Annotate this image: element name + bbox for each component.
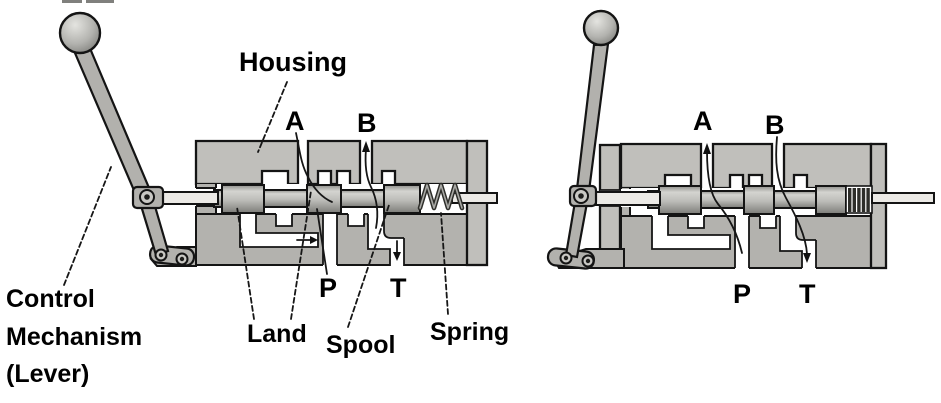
arrow-up-b [362,141,370,152]
land-leader [236,206,255,320]
housing-top-block [619,142,703,190]
land-leader [290,190,312,320]
lever-arm [73,44,154,204]
arrow-down-t [393,252,401,261]
housing-linework [620,188,872,269]
label-control-line2: Mechanism [6,323,142,351]
gallery-left [652,216,730,249]
label-spool: Spool [326,331,395,359]
right-valve-labels: A B P T [693,106,816,309]
flow-lines [703,136,811,263]
label-port-t: T [390,273,407,303]
spool-leader [347,204,390,328]
housing-end-cap [869,142,888,270]
return-spring [417,182,465,211]
gallery-left [240,214,318,247]
link-pin-hole [585,258,591,264]
port-p-slot [323,212,337,266]
housing-top-block [782,142,873,190]
push-rod [159,191,219,205]
leader-lines [63,81,449,328]
pivot-pin-hole [578,193,584,199]
bore-recess [348,214,364,226]
spring-end-rod [871,192,935,204]
lever-ball-knob [58,11,102,55]
lever-ball-knob [582,9,620,47]
right-valve: A B P T [546,9,935,309]
spool-land-right [815,185,847,215]
label-port-a: A [285,106,305,136]
push-rod [595,191,661,206]
label-spring: Spring [430,318,509,346]
link-pin-hole [158,252,164,258]
label-port-a: A [693,106,713,136]
flow-lines [295,132,401,275]
spool-land-middle [743,185,775,215]
compressed-spring [845,185,873,214]
arrow-right-gallery [310,236,318,244]
label-land: Land [247,320,307,348]
label-control-line3: (Lever) [6,360,89,388]
control-mechanism-leader [63,166,112,286]
label-control-line1: Control [6,285,95,313]
label-port-p: P [319,273,337,303]
control-lever [58,11,197,267]
link-pin-hole [563,255,569,261]
b-to-t-flow-line [775,136,808,255]
bore-recess [276,214,292,226]
housing-top-block [370,139,469,186]
arrow-up-a [703,143,711,154]
spool-land-left [658,185,702,215]
gallery-linework [651,216,817,268]
spool [213,184,421,214]
label-housing: Housing [239,47,347,77]
label-port-t: T [799,279,816,309]
pivot-pin-hole [144,194,150,200]
left-valve-labels: Housing A B P T Control Mechanism (Lever… [6,47,509,388]
left-valve: Housing A B P T Control Mechanism (Lever… [6,11,509,388]
spool-land-middle [306,184,342,214]
spring-leader [440,212,449,315]
housing-top-block [711,142,774,190]
bore-recess [760,216,776,228]
link-pin-hole [179,256,185,262]
control-lever [546,9,625,270]
label-port-b: B [357,108,377,138]
label-port-p: P [733,279,751,309]
housing-linework [195,184,468,266]
label-port-b: B [765,110,785,140]
port-b-flow-line [364,148,379,229]
port-a-flow-line [295,132,333,203]
bore-recess [688,216,704,228]
spool-land-left [221,184,265,214]
crop-artifact [62,0,114,3]
arrow-down-t [803,253,811,263]
spool [647,185,847,215]
housing-top-block [194,139,300,186]
housing-leader [257,81,288,153]
p-to-a-flow-line [706,150,743,254]
port-p-leader [316,208,328,275]
port-p-slot [735,214,749,268]
housing-top-block [306,139,362,186]
spool-land-right [383,184,421,214]
